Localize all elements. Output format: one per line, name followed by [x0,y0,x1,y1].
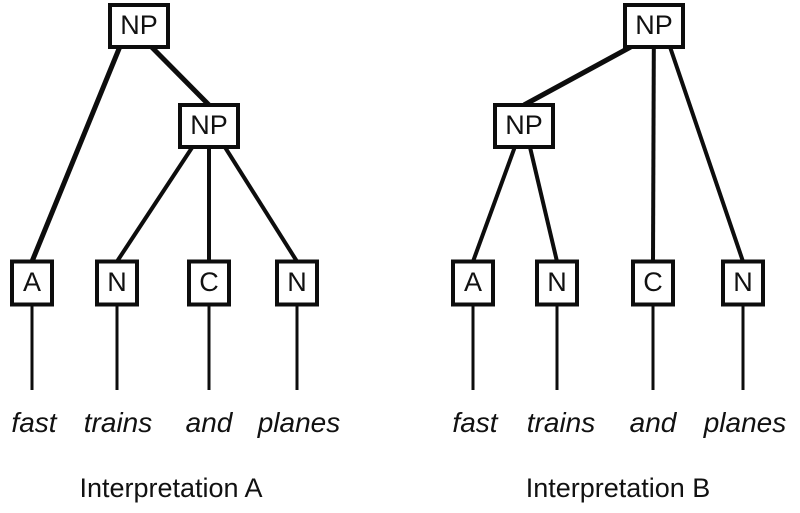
node-box-np[interactable] [493,103,555,149]
tree-node-b-np-root[interactable]: NP [623,3,685,49]
tree-node-a-pos-c[interactable]: C [187,259,231,307]
tree-edge-a-np-inner-to-a-pos-n2 [223,145,299,263]
node-label-b-pos-n1: N [547,267,567,297]
terminal-word-trains: trains [527,407,595,438]
node-label-a-pos-n2: N [287,267,307,297]
terminal-words: fast trains and planes [452,407,786,438]
node-label-a-pos-n1: N [107,267,127,297]
node-box-n[interactable] [535,259,579,307]
tree-node-b-pos-a[interactable]: A [451,259,495,307]
tree-node-a-pos-a[interactable]: A [10,259,54,307]
word-stems [471,304,745,390]
node-box-c[interactable] [187,259,231,307]
node-box-n[interactable] [275,259,319,307]
tree-node-b-pos-n2[interactable]: N [721,259,765,307]
tree-edges [471,44,745,263]
node-box-n[interactable] [721,259,765,307]
terminal-word-fast: fast [11,407,57,438]
node-label-b-pos-c: C [643,267,663,297]
tree-node-a-np-inner[interactable]: NP [178,103,240,149]
node-box-np[interactable] [178,103,240,149]
node-label-a-np-root: NP [120,10,158,40]
tree-edge-a-np-inner-to-a-pos-n1 [115,145,195,263]
tree-node-a-pos-n1[interactable]: N [95,259,139,307]
node-box-np[interactable] [623,3,685,49]
tree-nodes: NP NP A N C N [10,3,319,307]
node-label-a-pos-a: A [23,267,41,297]
tree-edge-a-np-root-to-a-pos-a [29,46,123,263]
terminal-word-fast: fast [452,407,498,438]
node-box-c[interactable] [631,259,675,307]
tree-edges [29,45,299,263]
terminal-word-and: and [186,407,234,438]
node-label-b-pos-n2: N [733,267,753,297]
node-label-b-np-root: NP [635,10,673,40]
tree-caption-interpretation-b: Interpretation B [526,473,711,503]
tree-node-a-pos-n2[interactable]: N [275,259,319,307]
terminal-word-planes: planes [257,407,341,438]
tree-edge-b-np-inner-to-b-pos-n1 [527,146,559,262]
tree-node-a-np-root[interactable]: NP [108,3,170,49]
tree-nodes: NP NP A N C N [451,3,765,307]
node-box-a[interactable] [10,259,54,307]
tree-edge-b-np-inner-to-b-pos-a [471,146,517,263]
tree-edge-a-np-root-to-a-np-inner [149,45,211,107]
word-stems [30,304,299,390]
tree-node-b-pos-c[interactable]: C [631,259,675,307]
node-box-n[interactable] [95,259,139,307]
terminal-word-trains: trains [84,407,152,438]
node-label-b-pos-a: A [464,267,482,297]
node-label-b-np-inner: NP [505,110,543,140]
terminal-words: fast trains and planes [11,407,340,438]
tree-node-b-np-inner[interactable]: NP [493,103,555,149]
tree-node-b-pos-n1[interactable]: N [535,259,579,307]
tree-edge-b-np-root-to-b-np-inner [522,44,632,108]
terminal-word-and: and [630,407,678,438]
node-box-np[interactable] [108,3,170,49]
node-label-a-pos-c: C [199,267,219,297]
tree-edge-b-np-root-to-b-pos-n2 [668,46,745,263]
tree-caption-interpretation-a: Interpretation A [79,473,262,503]
node-label-a-np-inner: NP [190,110,228,140]
terminal-word-planes: planes [703,407,787,438]
node-box-a[interactable] [451,259,495,307]
tree-edge-b-np-root-to-b-pos-c [651,46,656,262]
